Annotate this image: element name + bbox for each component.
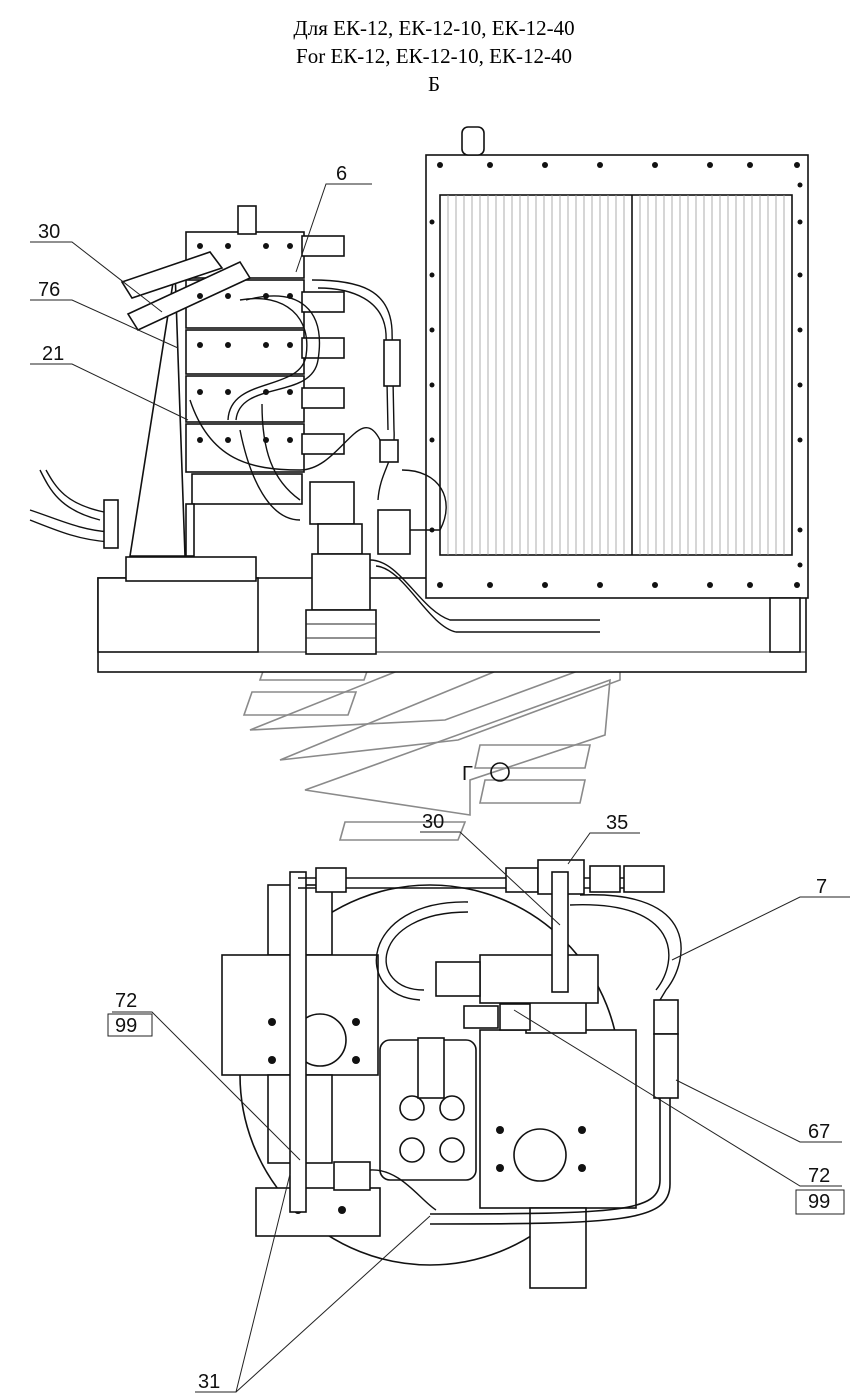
callout-72-right: 72 xyxy=(808,1165,830,1187)
view-g-symbol xyxy=(490,762,510,782)
callout-35: 35 xyxy=(606,812,628,834)
callout-99-left: 99 xyxy=(115,1015,137,1037)
callout-31: 31 xyxy=(198,1371,220,1393)
callout-30-top: 30 xyxy=(38,221,60,243)
leader-lines xyxy=(30,183,850,1393)
pump-motor xyxy=(305,481,411,655)
radiator xyxy=(425,126,809,653)
callout-72-left: 72 xyxy=(115,990,137,1012)
callout-67: 67 xyxy=(808,1121,830,1143)
callout-99-right: 99 xyxy=(808,1191,830,1213)
valve-block xyxy=(120,205,345,557)
drawing-title-en: For ЕК-12, ЕК-12-10, ЕК-12-40 xyxy=(296,44,572,68)
callout-6: 6 xyxy=(336,163,347,185)
view-label-b: Б xyxy=(427,72,441,96)
radiator-bolts xyxy=(429,162,803,588)
callout-21: 21 xyxy=(42,343,64,365)
radiator-fins xyxy=(447,195,785,555)
callout-30-bottom: 30 xyxy=(422,811,444,833)
view-label-g: Г xyxy=(462,763,473,785)
callout-7: 7 xyxy=(816,876,827,898)
callout-76: 76 xyxy=(38,279,60,301)
hoses-top xyxy=(29,279,600,633)
gear-pump xyxy=(379,1037,477,1181)
drawing-title-ru: Для ЕК-12, ЕК-12-10, ЕК-12-40 xyxy=(293,16,575,40)
callout-numbers: 6 30 76 21 30 35 7 72 99 67 72 99 31 Г xyxy=(38,163,830,1393)
